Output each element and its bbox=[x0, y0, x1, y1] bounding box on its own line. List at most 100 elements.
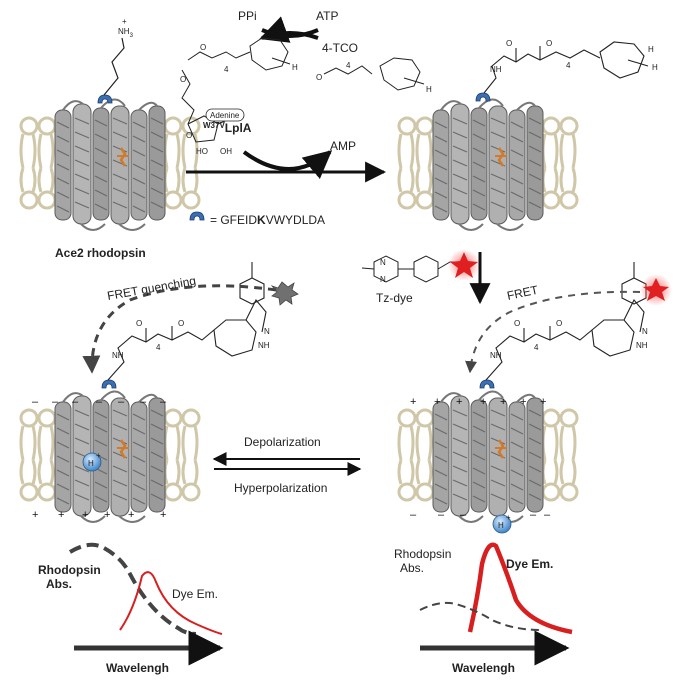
tz-dye-structure bbox=[361, 255, 458, 283]
svg-text:O: O bbox=[506, 39, 512, 48]
svg-text:+: + bbox=[58, 509, 64, 521]
svg-text:HO: HO bbox=[196, 147, 208, 156]
svg-text:O: O bbox=[180, 75, 186, 84]
ppi-atp-arrow bbox=[259, 16, 319, 43]
tag-bottom-left bbox=[101, 379, 117, 389]
svg-text:+: + bbox=[434, 396, 440, 408]
proton-right bbox=[492, 514, 512, 534]
svg-text:Wavelengh: Wavelengh bbox=[452, 661, 515, 675]
depolarization-label: Depolarization bbox=[244, 435, 321, 449]
svg-text:4: 4 bbox=[566, 61, 571, 70]
lysine-chain-top-left bbox=[103, 37, 125, 96]
atp-label: ATP bbox=[316, 9, 338, 23]
ace2-protein-top-left bbox=[19, 97, 201, 232]
ace2-label: Ace2 rhodopsin bbox=[55, 246, 146, 260]
svg-text:+: + bbox=[128, 509, 134, 521]
svg-text:+: + bbox=[506, 513, 511, 522]
svg-text:+: + bbox=[32, 509, 38, 521]
tco-amp-structure bbox=[181, 37, 291, 143]
svg-text:–: – bbox=[32, 396, 39, 408]
svg-text:NH: NH bbox=[490, 351, 502, 360]
svg-text:H: H bbox=[88, 459, 94, 468]
left-abs-curve bbox=[68, 542, 197, 636]
svg-text:+: + bbox=[410, 396, 416, 408]
svg-text:+: + bbox=[160, 509, 166, 521]
svg-text:OH: OH bbox=[220, 147, 232, 156]
svg-text:–: – bbox=[118, 396, 125, 408]
svg-text:H: H bbox=[648, 45, 654, 54]
svg-text:O: O bbox=[556, 319, 562, 328]
fret-label: FRET bbox=[506, 283, 540, 303]
adenine-label: Adenine bbox=[210, 111, 240, 120]
ace2-protein-bottom-right bbox=[397, 389, 579, 524]
ace2-protein-top-right bbox=[397, 97, 579, 232]
amp-label: AMP bbox=[330, 139, 356, 153]
svg-text:+: + bbox=[82, 509, 88, 521]
svg-text:O: O bbox=[136, 319, 142, 328]
conjugate-chain-bottom-left bbox=[107, 262, 267, 381]
svg-text:O: O bbox=[178, 319, 184, 328]
svg-text:NH: NH bbox=[636, 341, 648, 350]
svg-text:+: + bbox=[520, 396, 526, 408]
svg-text:H: H bbox=[292, 63, 298, 72]
tag-top-right bbox=[475, 92, 491, 102]
svg-text:–: – bbox=[410, 509, 417, 521]
tco-label: 4-TCO bbox=[322, 41, 358, 55]
tco-chain-top-right bbox=[483, 41, 649, 94]
tco-free-structure bbox=[323, 57, 425, 91]
quenched-dye-star bbox=[270, 281, 299, 306]
dye-star-top bbox=[450, 252, 478, 278]
tz-dye-label: Tz-dye bbox=[376, 291, 413, 305]
right-abs-curve bbox=[419, 601, 541, 631]
svg-text:O: O bbox=[186, 131, 192, 140]
svg-text:O: O bbox=[316, 73, 322, 82]
right-em-curve bbox=[467, 542, 573, 635]
nh3-label: NH3 bbox=[118, 27, 134, 39]
svg-text:N: N bbox=[380, 275, 386, 284]
ace2-protein-bottom-left bbox=[19, 389, 201, 524]
svg-text:4: 4 bbox=[156, 343, 161, 352]
svg-text:4: 4 bbox=[224, 65, 229, 74]
svg-text:Rhodopsin: Rhodopsin bbox=[38, 563, 101, 577]
fret-arrow-right bbox=[465, 290, 641, 374]
tag-sequence: = GFEIDKVWYDLDA bbox=[210, 213, 325, 227]
svg-text:Dye Em.: Dye Em. bbox=[506, 557, 553, 571]
svg-text:H: H bbox=[426, 85, 432, 94]
ppi-label: PPi bbox=[238, 9, 257, 23]
tag-bottom-right bbox=[479, 379, 495, 389]
svg-text:+: + bbox=[540, 396, 546, 408]
bottom-right-signs: ++ ++ ++ + –– –– – bbox=[410, 396, 551, 521]
svg-text:NH: NH bbox=[258, 341, 270, 350]
svg-text:Dye Em.: Dye Em. bbox=[172, 587, 218, 601]
fret-quenching-label: FRET quenching bbox=[106, 274, 197, 303]
svg-text:+: + bbox=[122, 17, 127, 26]
enzyme-label: W37VLplA bbox=[203, 121, 252, 135]
svg-text:H: H bbox=[652, 63, 658, 72]
svg-text:4: 4 bbox=[534, 343, 539, 352]
emitting-dye-star bbox=[643, 278, 669, 301]
fret-quenching-arrow bbox=[82, 284, 277, 374]
bottom-left-signs: –– –– –– – ++ ++ ++ bbox=[32, 396, 167, 521]
svg-text:O: O bbox=[514, 319, 520, 328]
svg-text:N: N bbox=[264, 327, 270, 336]
svg-text:Abs.: Abs. bbox=[400, 561, 424, 575]
svg-text:N: N bbox=[380, 258, 386, 267]
svg-text:Abs.: Abs. bbox=[46, 577, 72, 591]
tag-top-left bbox=[97, 94, 113, 104]
tag-legend-icon bbox=[189, 211, 205, 221]
amp-arrow bbox=[242, 150, 333, 179]
svg-text:–: – bbox=[530, 509, 537, 521]
conjugate-chain-bottom-right bbox=[485, 262, 647, 381]
svg-text:O: O bbox=[546, 39, 552, 48]
svg-text:–: – bbox=[460, 509, 467, 521]
svg-text:H: H bbox=[498, 521, 504, 530]
right-spectrum-plot: Rhodopsin Abs. Dye Em. Wavelengh bbox=[394, 542, 573, 675]
svg-text:–: – bbox=[52, 396, 59, 408]
proton-left bbox=[82, 452, 102, 472]
svg-text:N: N bbox=[642, 327, 648, 336]
svg-text:O: O bbox=[200, 43, 206, 52]
svg-text:–: – bbox=[96, 396, 103, 408]
svg-text:+: + bbox=[480, 396, 486, 408]
svg-text:–: – bbox=[544, 509, 551, 521]
